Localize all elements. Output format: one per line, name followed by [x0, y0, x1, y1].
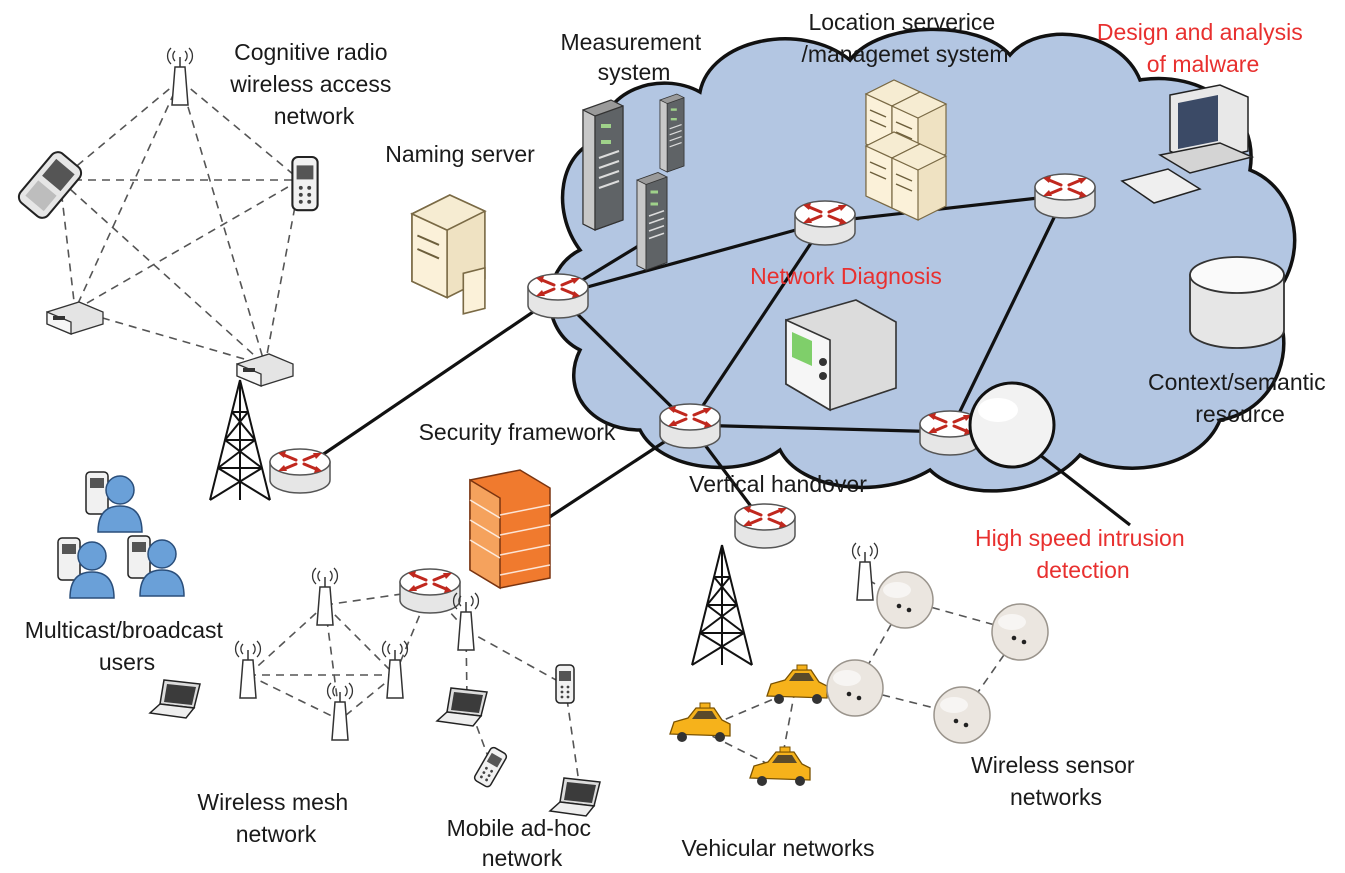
phone-icon [472, 745, 509, 789]
analyzer-icon [785, 299, 897, 412]
server-icon [659, 93, 685, 173]
label-context-semantic: Context/semantic resource [1148, 369, 1332, 427]
label-high-speed-intrusion: High speed intrusion detection [975, 525, 1191, 583]
antenna-icon [326, 682, 354, 741]
laptop-icon [436, 687, 488, 727]
antenna-icon [311, 567, 339, 626]
modem-icon [236, 353, 294, 387]
router-icon [793, 199, 857, 247]
database-icon [1189, 256, 1285, 349]
label-design-malware: Design and analysis of malware [1097, 19, 1309, 77]
firewall-icon [469, 469, 551, 590]
laptop-icon [149, 679, 201, 719]
label-vertical-handover: Vertical handover [689, 471, 867, 497]
server-icon [891, 143, 947, 221]
label-wireless-sensor: Wireless sensor networks [971, 752, 1141, 810]
label-location-service: Location serverice /managemet system [801, 9, 1008, 67]
naming-server-icon [410, 193, 486, 315]
antenna-icon [166, 47, 194, 106]
network-cloud [548, 27, 1297, 493]
sensor-icon [876, 571, 934, 629]
mesh-links [247, 589, 581, 791]
label-multicast-users: Multicast/broadcast users [25, 617, 230, 675]
phone-icon [291, 155, 319, 212]
router-icon [526, 272, 590, 320]
antenna-icon [234, 640, 262, 699]
label-naming-server: Naming server [385, 141, 535, 167]
taxi-icon [749, 746, 811, 787]
magnifier-icon [968, 381, 1056, 469]
antenna-icon [381, 640, 409, 699]
label-vehicular: Vehicular networks [681, 835, 874, 861]
label-security-framework: Security framework [419, 419, 616, 445]
laptop-icon [549, 777, 601, 817]
antenna-icon [851, 542, 879, 601]
cognitive-radio-links [59, 79, 301, 366]
sensor-icon [933, 686, 991, 744]
label-cognitive-radio: Cognitive radio wireless access network [229, 39, 397, 129]
sensor-icon [826, 659, 884, 717]
modem-icon [46, 301, 104, 335]
label-mobile-adhoc: Mobile ad-hoc network [447, 815, 598, 871]
label-network-diagnosis: Network Diagnosis [750, 263, 942, 289]
phone-icon [555, 664, 575, 704]
router-icon [658, 402, 722, 450]
label-wireless-mesh: Wireless mesh network [197, 789, 354, 847]
user-icon [57, 537, 115, 599]
router-icon [268, 447, 332, 495]
router-icon [1033, 172, 1097, 220]
server-icon [636, 171, 668, 271]
phone-icon [17, 151, 83, 219]
user-icon [85, 471, 143, 533]
user-icon [127, 535, 185, 597]
server-icon [582, 99, 624, 231]
label-measurement-system: Measurement system [560, 29, 707, 85]
sensor-icon [991, 603, 1049, 661]
taxi-icon [669, 702, 731, 743]
workstation-icon [1120, 84, 1255, 204]
tower-icon [209, 379, 271, 501]
router-icon [733, 502, 797, 550]
taxi-icon [766, 664, 828, 705]
tower-icon [691, 544, 753, 666]
router-icon [398, 567, 462, 615]
